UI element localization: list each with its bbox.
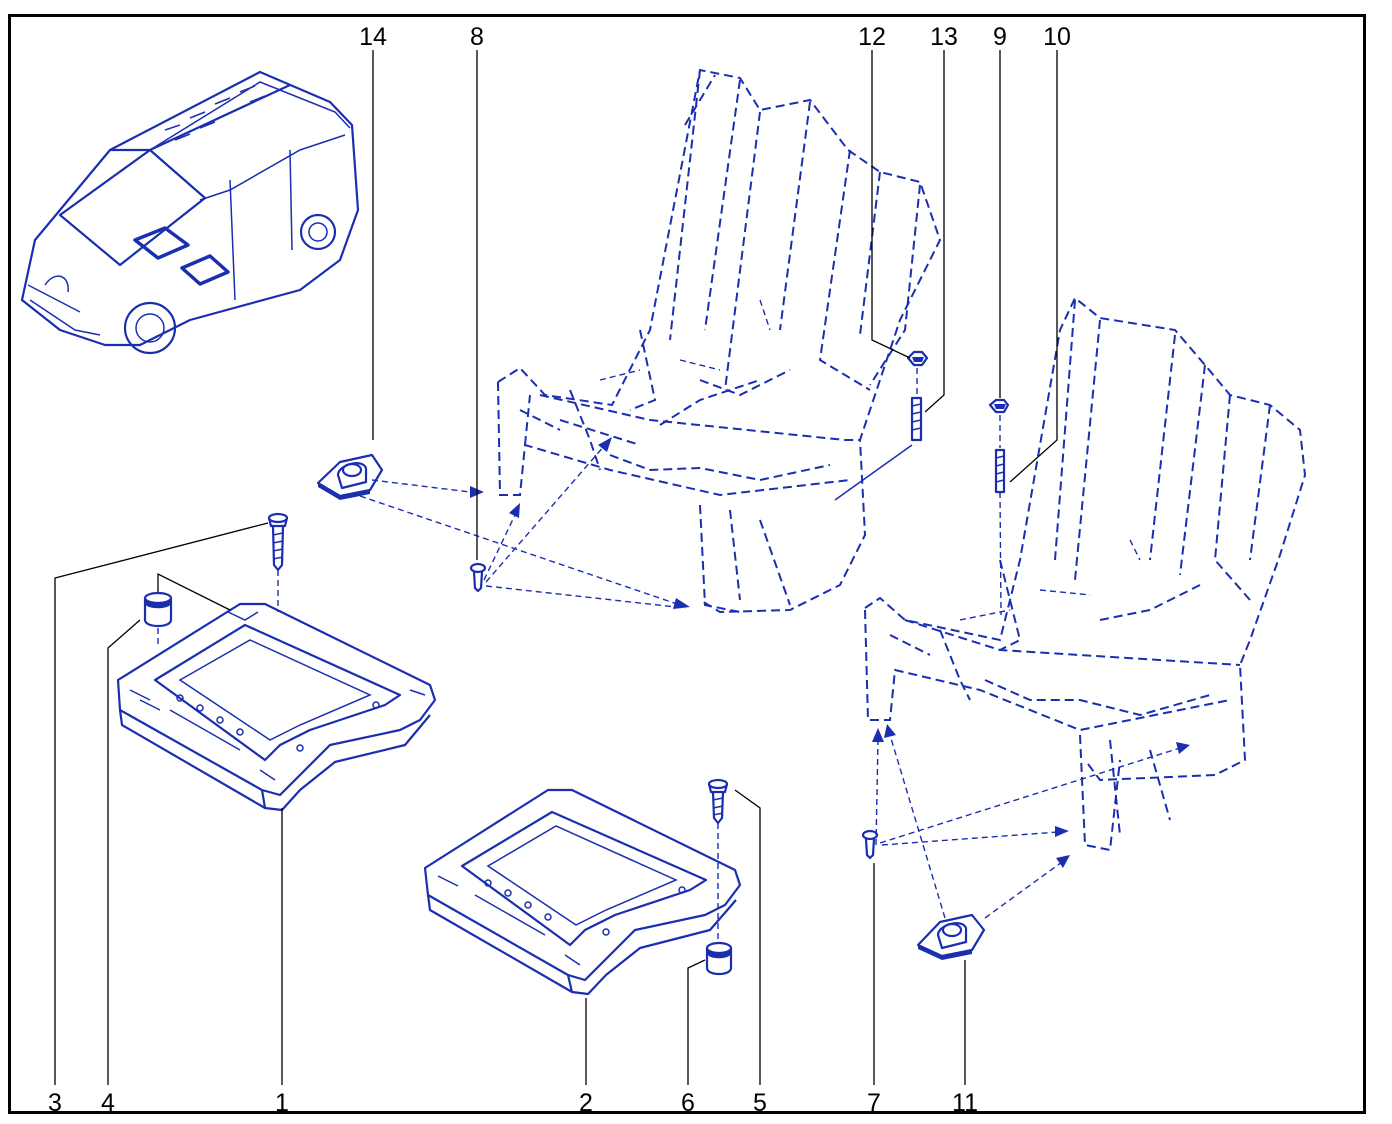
callout-12: 12 bbox=[858, 23, 886, 51]
nut-9 bbox=[988, 398, 1010, 414]
callout-4: 4 bbox=[101, 1089, 115, 1117]
screw-5 bbox=[707, 778, 729, 825]
screw-3 bbox=[267, 512, 289, 572]
stud-10-axis bbox=[999, 415, 1002, 616]
callout-6: 6 bbox=[681, 1089, 695, 1117]
seat-frame-left bbox=[497, 68, 942, 614]
spacer-4 bbox=[143, 591, 173, 628]
assembly-arrows bbox=[359, 437, 1190, 919]
leader-lines bbox=[54, 50, 1058, 1085]
seat-frame-right bbox=[864, 296, 1307, 852]
bracket-11 bbox=[916, 913, 986, 960]
bracket-14 bbox=[316, 453, 384, 500]
callout-labels: 14 8 12 13 9 10 3 4 1 2 6 5 7 11 bbox=[48, 23, 1071, 1117]
callout-10: 10 bbox=[1043, 23, 1071, 51]
stud-13 bbox=[910, 396, 923, 442]
screw-7 bbox=[861, 829, 879, 860]
callout-1: 1 bbox=[275, 1089, 289, 1117]
screw-8 bbox=[469, 562, 487, 593]
callout-2: 2 bbox=[579, 1089, 593, 1117]
callout-3: 3 bbox=[48, 1089, 62, 1117]
spacer-6 bbox=[705, 941, 733, 976]
stud-10 bbox=[994, 448, 1006, 494]
callout-5: 5 bbox=[753, 1089, 767, 1117]
diagram-frame bbox=[8, 14, 1366, 1114]
van-overview bbox=[20, 70, 360, 355]
callout-7: 7 bbox=[867, 1089, 881, 1117]
stud-13-pointer bbox=[834, 444, 913, 501]
callout-9: 9 bbox=[993, 23, 1007, 51]
callout-14: 14 bbox=[359, 23, 387, 51]
callout-13: 13 bbox=[930, 23, 958, 51]
nut-12 bbox=[906, 350, 929, 367]
callout-11: 11 bbox=[952, 1089, 978, 1117]
callout-8: 8 bbox=[470, 23, 484, 51]
seat-base-2 bbox=[423, 788, 742, 996]
seat-base-1 bbox=[116, 602, 437, 812]
